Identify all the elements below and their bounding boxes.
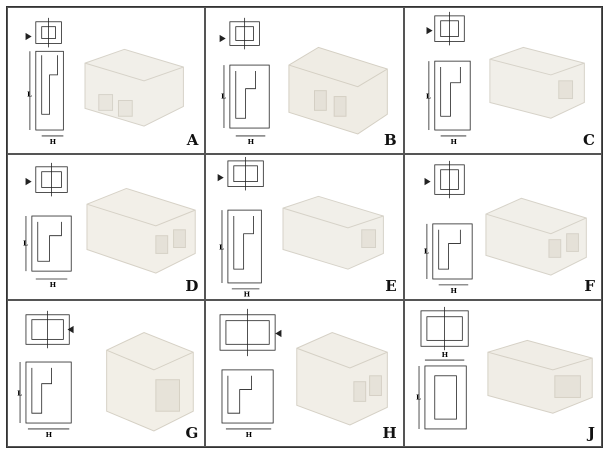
panel-label-b: B bbox=[383, 130, 397, 149]
dim-l-label-e: L bbox=[219, 243, 224, 251]
panel-label-f: F bbox=[584, 277, 595, 296]
panel-j: H L J bbox=[403, 300, 602, 447]
connector-drawing-g: L H bbox=[17, 311, 194, 439]
panel-label-a: A bbox=[186, 130, 199, 149]
panel-f: L H F bbox=[403, 153, 602, 301]
panel-label-c: C bbox=[583, 130, 595, 149]
dim-h-label-e: H bbox=[244, 290, 251, 298]
dim-h-label-d: H bbox=[50, 281, 57, 289]
panel-label-g: G bbox=[185, 424, 199, 442]
panel-label-d: D bbox=[185, 277, 199, 296]
panel-b: L H B bbox=[205, 7, 404, 154]
dim-h-label-c: H bbox=[450, 138, 457, 146]
panel-h: H H bbox=[205, 300, 404, 447]
dim-l-label-f: L bbox=[424, 247, 429, 255]
dim-h-label-h: H bbox=[246, 431, 253, 439]
connector-drawing-j: H L bbox=[416, 307, 593, 430]
dim-l-label-c: L bbox=[426, 93, 431, 101]
panel-a: L H A bbox=[7, 7, 206, 154]
connector-drawing-h: H bbox=[219, 309, 389, 439]
connector-drawing-b: L H bbox=[219, 17, 389, 146]
connector-drawing-a: L H bbox=[25, 17, 184, 146]
panel-d: L H D bbox=[7, 153, 206, 301]
panel-label-j: J bbox=[587, 424, 595, 442]
dim-h-label-f: H bbox=[450, 286, 457, 294]
dim-l-label-b: L bbox=[221, 93, 226, 101]
panel-c: L H C bbox=[403, 7, 602, 154]
dim-l-label-a: L bbox=[27, 91, 32, 99]
dim-h-label-j: H bbox=[441, 351, 448, 359]
panel-label-h: H bbox=[382, 424, 397, 442]
dim-h-label-g: H bbox=[46, 431, 53, 439]
dim-l-label-d: L bbox=[23, 239, 28, 247]
dim-h-label-b: H bbox=[248, 138, 255, 146]
dim-h-label-a: H bbox=[50, 138, 57, 146]
panel-g: L H G bbox=[7, 300, 206, 447]
panel-e: L H E bbox=[205, 153, 404, 301]
dim-l-label-j: L bbox=[416, 394, 421, 402]
panel-label-e: E bbox=[385, 277, 397, 296]
dim-l-label-g: L bbox=[17, 390, 22, 398]
connector-catalog-grid: L H A L H bbox=[6, 6, 603, 448]
connector-drawing-d: L H bbox=[23, 162, 196, 289]
connector-drawing-c: L H bbox=[426, 11, 585, 146]
connector-drawing-e: L H bbox=[217, 156, 385, 298]
connector-drawing-f: L H bbox=[424, 160, 587, 294]
